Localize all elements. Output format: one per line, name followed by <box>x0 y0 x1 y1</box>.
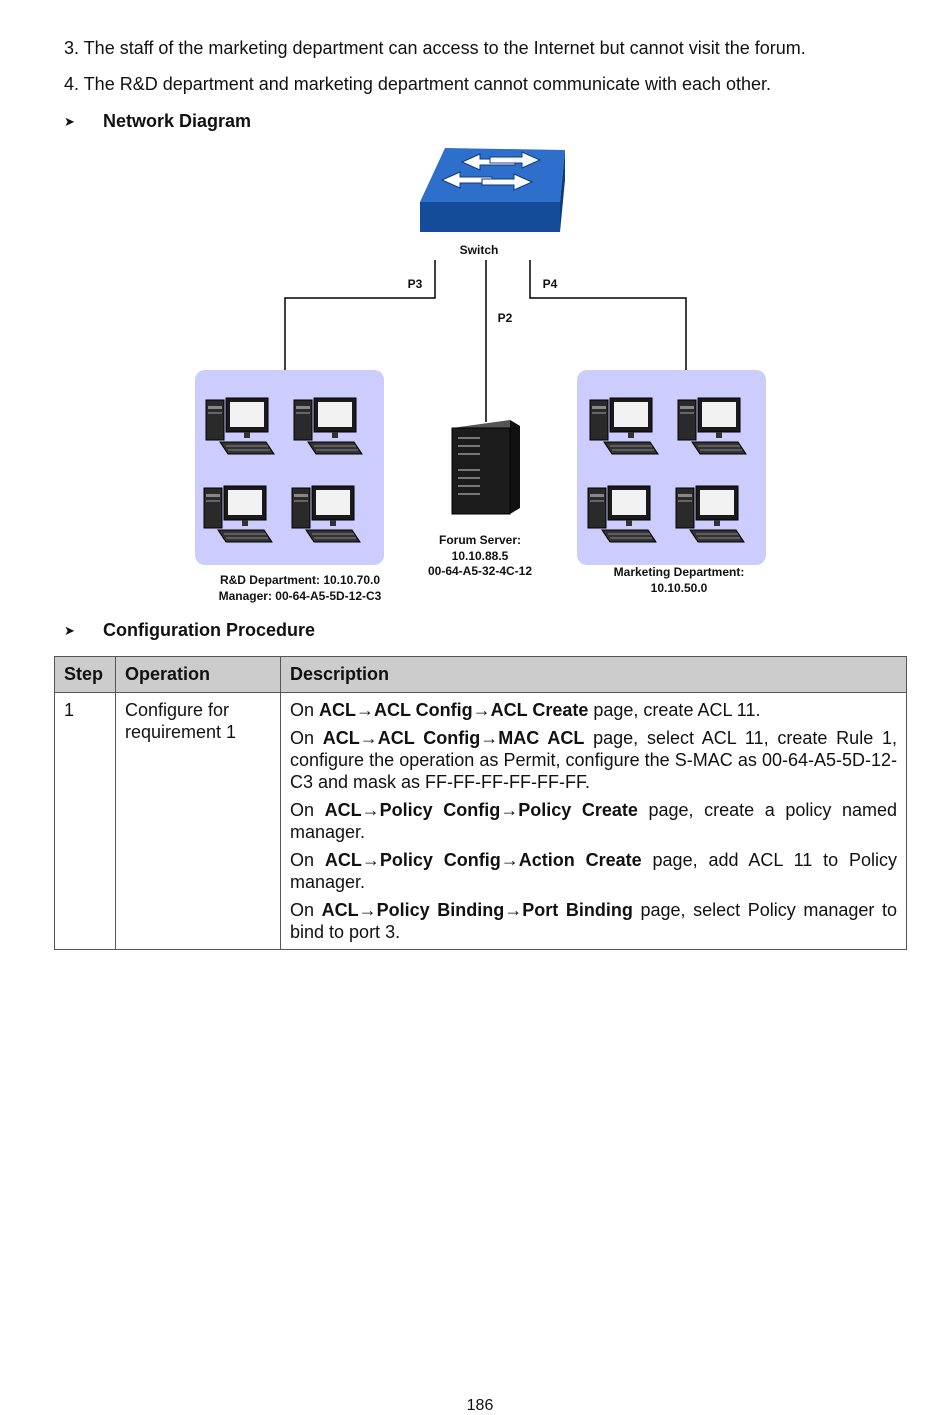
path-arrow: → <box>356 700 375 720</box>
page-number: 186 <box>466 1397 494 1414</box>
path-arrow: → <box>504 900 523 920</box>
network-diagram: Switch P3 P2 P4 R&D Department: 10.10.70… <box>195 148 766 603</box>
cell-step: 1 <box>54 692 116 950</box>
forum-server-label: Forum Server: <box>439 533 521 547</box>
rd-department-group <box>195 370 384 565</box>
path-arrow: → <box>361 850 380 870</box>
menu-path-segment: Policy Create <box>518 800 638 820</box>
cable-p3 <box>284 260 436 372</box>
menu-path-segment: MAC ACL <box>498 728 585 748</box>
cable-p4 <box>529 260 687 372</box>
rd-manager-label: Manager: 00-64-A5-5D-12-C3 <box>219 589 382 603</box>
path-arrow: → <box>500 850 519 870</box>
arrow-bullet-icon: ➤ <box>64 623 75 638</box>
marketing-department-subnet: 10.10.50.0 <box>651 581 708 595</box>
path-arrow: → <box>480 728 499 748</box>
menu-path-segment: ACL Config <box>374 700 473 720</box>
menu-path-segment: Action Create <box>518 850 642 870</box>
cell-operation: Configure for requirement 1 <box>115 692 281 950</box>
requirement-3: 3. The staff of the marketing department… <box>64 38 806 58</box>
description-paragraph: On ACL→ACL Config→MAC ACL page, select A… <box>290 728 897 792</box>
description-paragraph: On ACL→Policy Binding→Port Binding page,… <box>290 900 898 942</box>
header-operation: Operation <box>115 656 281 693</box>
requirement-4: 4. The R&D department and marketing depa… <box>64 74 772 94</box>
server-icon <box>451 420 520 515</box>
menu-path-segment: ACL <box>319 700 357 720</box>
menu-path-segment: ACL <box>321 900 359 920</box>
network-diagram-title: Network Diagram <box>103 111 252 131</box>
description-paragraph: On ACL→Policy Config→Policy Create page,… <box>290 800 897 842</box>
network-diagram-heading: ➤ Network Diagram <box>64 110 251 133</box>
header-description: Description <box>280 656 907 693</box>
forum-server-ip: 10.10.88.5 <box>452 549 509 563</box>
switch-icon <box>420 148 565 232</box>
header-step: Step <box>54 656 116 693</box>
config-procedure-heading: ➤ Configuration Procedure <box>64 619 315 642</box>
menu-path-segment: ACL Create <box>490 700 589 720</box>
path-arrow: → <box>358 900 377 920</box>
marketing-department-group <box>577 370 766 565</box>
path-arrow: → <box>472 700 491 720</box>
arrow-bullet-icon: ➤ <box>64 114 75 129</box>
marketing-department-label: Marketing Department: <box>614 565 745 579</box>
path-arrow: → <box>359 728 378 748</box>
menu-path-segment: Policy Config <box>379 800 501 820</box>
port-p3-label: P3 <box>408 277 423 291</box>
cell-description: On ACL→ACL Config→ACL Create page, creat… <box>280 692 907 950</box>
menu-path-segment: ACL <box>324 800 362 820</box>
port-p2-label: P2 <box>498 311 513 325</box>
table-header-row: Step Operation Description <box>54 656 907 693</box>
port-p4-label: P4 <box>543 277 558 291</box>
description-paragraph: On ACL→ACL Config→ACL Create page, creat… <box>290 700 761 720</box>
menu-path-segment: ACL <box>322 728 360 748</box>
switch-label: Switch <box>460 243 499 257</box>
menu-path-segment: Port Binding <box>522 900 633 920</box>
menu-path-segment: ACL Config <box>377 728 481 748</box>
path-arrow: → <box>361 800 380 820</box>
menu-path-segment: Policy Binding <box>376 900 505 920</box>
path-arrow: → <box>500 800 519 820</box>
rd-department-label: R&D Department: 10.10.70.0 <box>220 573 380 587</box>
description-paragraph: On ACL→Policy Config→Action Create page,… <box>290 850 898 892</box>
config-procedure-title: Configuration Procedure <box>103 620 316 640</box>
menu-path-segment: ACL <box>324 850 362 870</box>
forum-server-mac: 00-64-A5-32-4C-12 <box>428 564 532 578</box>
menu-path-segment: Policy Config <box>379 850 501 870</box>
